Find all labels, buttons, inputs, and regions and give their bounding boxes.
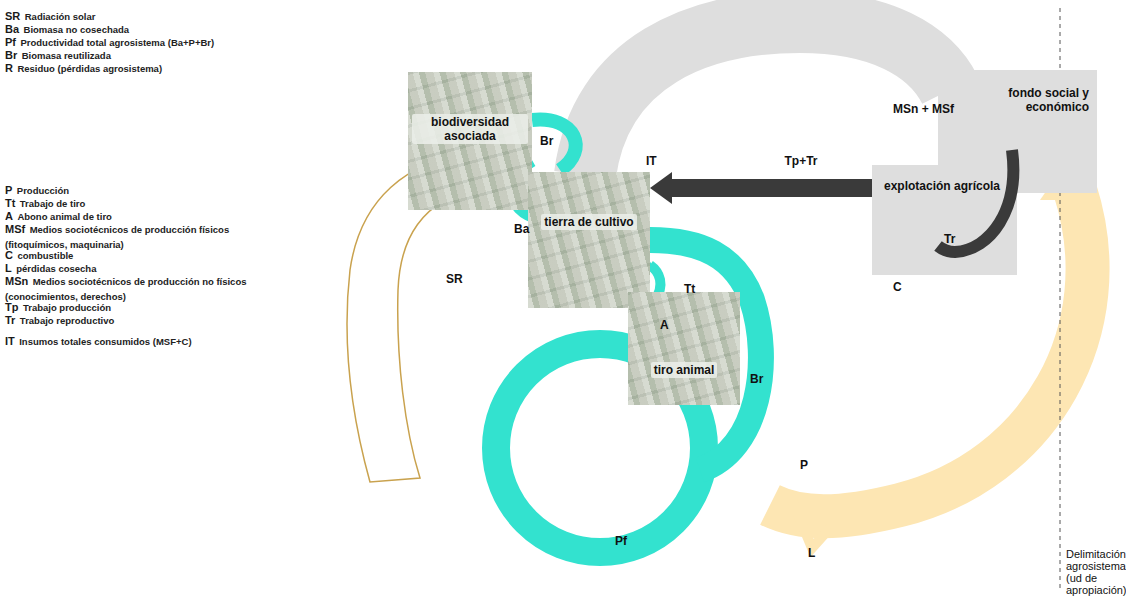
node-title: fondo social y económico [1008, 86, 1089, 114]
key-description: Trabajo reproductivo [20, 315, 115, 326]
key-abbreviation: R [5, 62, 13, 74]
node-title: biodiversidad asociada [412, 114, 528, 144]
key-description: Productividad total agrosistema (Ba+P+Br… [20, 37, 214, 48]
key-description: Insumos totales consumidos (MSF+C) [19, 336, 191, 347]
photo-box: tierra de cultivo [528, 172, 650, 308]
grey-band [585, 22, 950, 175]
node-text-row: biodiversidad asociada [412, 114, 528, 144]
flow-label: L [808, 546, 815, 560]
key-row: A Abono animal de tiro [5, 208, 250, 223]
key-abbreviation: MSf [5, 223, 25, 235]
flow-label: Tr [944, 232, 955, 246]
key-abbreviation: L [5, 262, 12, 274]
key-abbreviation: Tp [5, 301, 18, 313]
key-description: Producción [17, 185, 69, 196]
key-description: Medios sociotécnicos de producción no fí… [5, 276, 246, 302]
key-abbreviation: P [5, 184, 12, 196]
flow-label: Br [750, 372, 763, 386]
grey-box: explotación agrícola [872, 165, 1017, 275]
key-row: IT Insumos totales consumidos (MSF+C) [5, 333, 250, 348]
key-description: Abono animal de tiro [17, 211, 111, 222]
key-description: Biomasa no cosechada [24, 24, 130, 35]
key-row: L pérdidas cosecha [5, 260, 250, 275]
node-title: tierra de cultivo [541, 214, 636, 230]
flow-label: Pf [615, 534, 627, 548]
photo-box: biodiversidad asociada [408, 72, 532, 210]
key-description: Biomasa reutilizada [22, 50, 111, 61]
key-row: Tr Trabajo reproductivo [5, 312, 250, 327]
key-row: Ba Biomasa no cosechada [5, 21, 250, 36]
flow-label: P [800, 458, 808, 472]
key-abbreviation: Pf [5, 36, 16, 48]
loss-arrow [790, 495, 830, 548]
flow-label: Tt [684, 282, 695, 296]
key-description: Medios sociotécnicos de producción físic… [5, 224, 229, 250]
key-row: C combustible [5, 247, 250, 262]
key-description: Radiación solar [25, 11, 96, 22]
key-row: MSn Medios sociotécnicos de producción n… [5, 273, 250, 303]
key-row: MSf Medios sociotécnicos de producción f… [5, 221, 250, 251]
node-text-row: tierra de cultivo [532, 214, 646, 230]
key-abbreviation: Br [5, 49, 17, 61]
node-title: tiro animal [651, 362, 718, 378]
key-abbreviation: Tr [5, 314, 15, 326]
node-text-row: fondo social y económico [982, 86, 1089, 114]
key-abbreviation: IT [5, 335, 15, 347]
flow-label: Delimitación agrosistema (ud de apropiac… [1066, 548, 1124, 596]
key-row: Pf Productividad total agrosistema (Ba+P… [5, 34, 250, 49]
tr-arc [938, 150, 1013, 252]
node-text-row: tiro animal [632, 362, 736, 378]
flow-label: A [660, 318, 669, 332]
key-description: pérdidas cosecha [16, 263, 96, 274]
key-abbreviation: Ba [5, 23, 19, 35]
key-abbreviation: MSn [5, 275, 28, 287]
photo-box: tiro animal [628, 292, 740, 405]
br-arc [532, 120, 576, 170]
flow-label: Ba [514, 222, 529, 236]
key-description: Trabajo producción [23, 302, 111, 313]
key-description: combustible [17, 250, 73, 261]
key-row: P Producción [5, 182, 250, 197]
key-description: Trabajo de tiro [20, 198, 85, 209]
key-row: Br Biomasa reutilizada [5, 47, 250, 62]
key-row: SR Radiación solar [5, 8, 250, 23]
flow-label: SR [446, 272, 463, 286]
flow-label: IT [646, 154, 657, 168]
labour-arrow [650, 172, 872, 204]
node-title: explotación agrícola [884, 179, 1000, 193]
edge-label: Tp+Tr [784, 154, 817, 168]
key-abbreviation: A [5, 210, 13, 222]
key-row: Tp Trabajo producción [5, 299, 250, 314]
key-row: R Residuo (pérdidas agrosistema) [5, 60, 250, 75]
flow-label: MSn + MSf [893, 102, 954, 116]
key-row: Tt Trabajo de tiro [5, 195, 250, 210]
flow-label: C [893, 280, 902, 294]
key-abbreviation: SR [5, 10, 20, 22]
key-abbreviation: C [5, 249, 13, 261]
key-description: Residuo (pérdidas agrosistema) [17, 63, 162, 74]
flow-label: Br [540, 134, 553, 148]
node-text-row: explotación agrícola [884, 179, 1013, 193]
key-abbreviation: Tt [5, 197, 15, 209]
